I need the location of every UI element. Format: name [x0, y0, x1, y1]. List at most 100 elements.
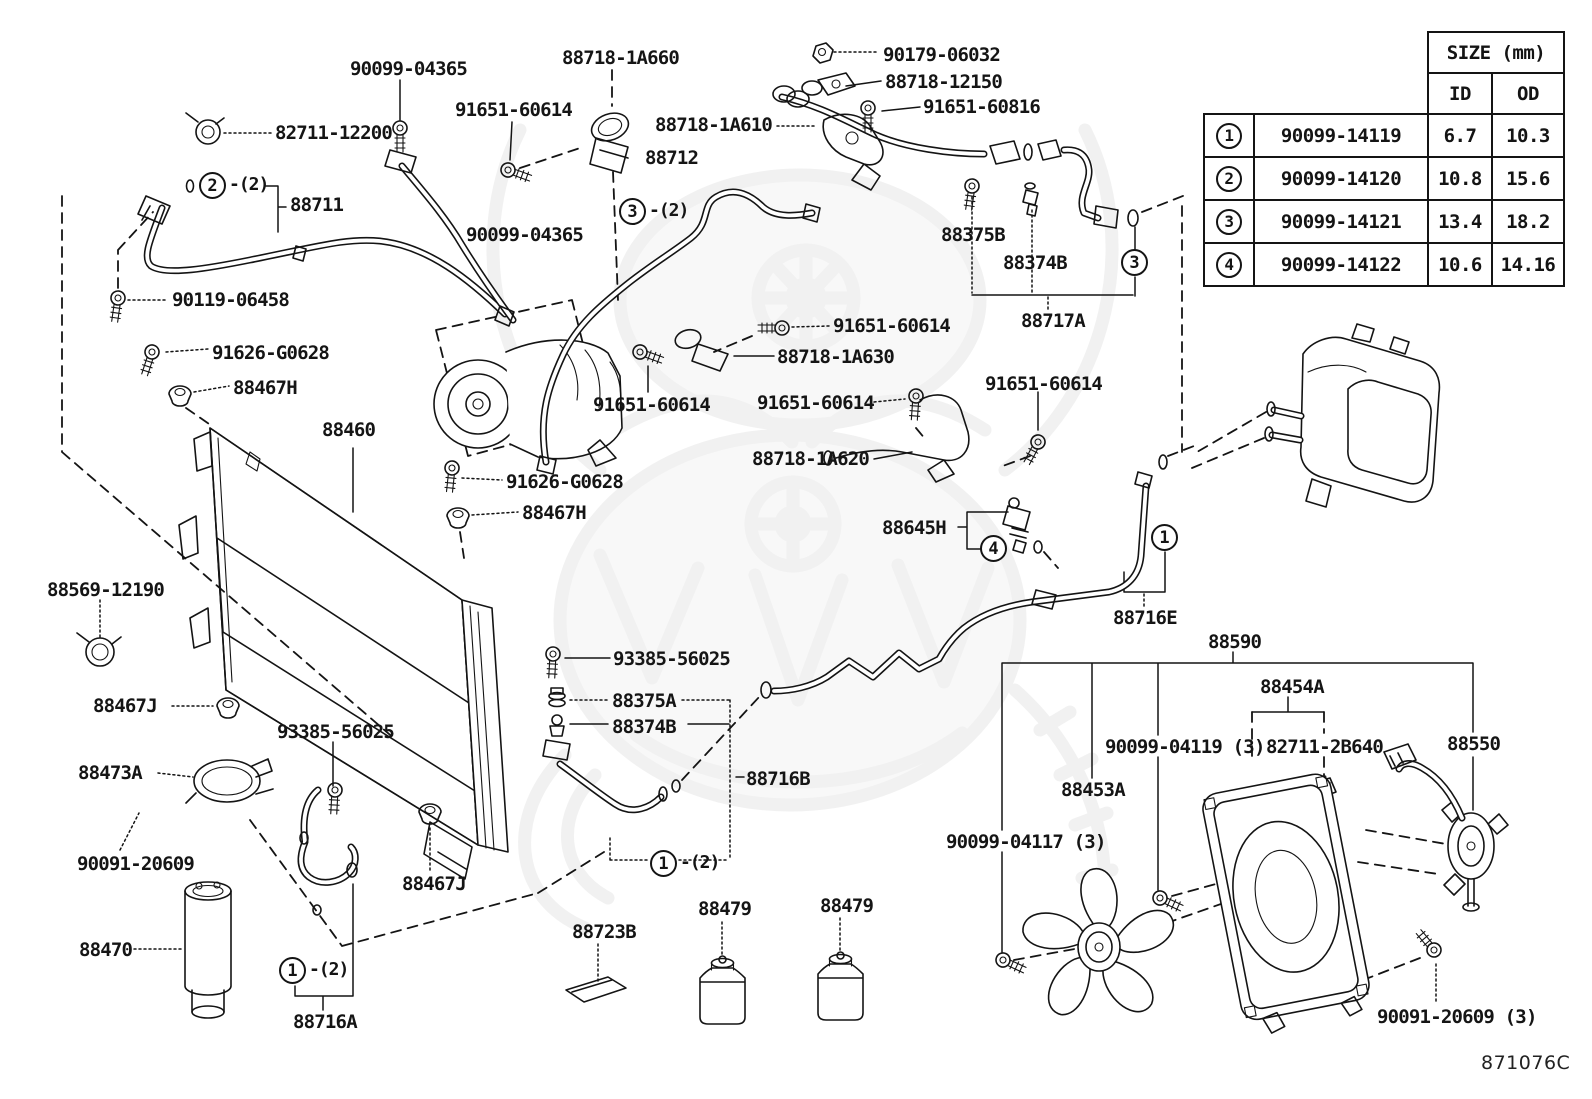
label-plate-88723B: [565, 976, 627, 1003]
part-label-91651-60614: 91651-60614: [985, 373, 1103, 395]
part-label-88467H: 88467H: [522, 502, 587, 524]
table-row-id: 13.4: [1427, 199, 1493, 244]
part-label-88550: 88550: [1447, 733, 1501, 755]
size-table-col-id: ID: [1427, 72, 1493, 115]
part-label-88590: 88590: [1208, 631, 1262, 653]
evaporator-drawing: [1264, 323, 1441, 508]
part-label-90119-06458: 90119-06458: [172, 289, 290, 311]
part-label-88716A: 88716A: [293, 1011, 358, 1033]
part-label-91626-G0628: 91626-G0628: [212, 342, 330, 364]
part-label-91651-60614: 91651-60614: [833, 315, 951, 337]
table-row-od: 15.6: [1491, 156, 1565, 201]
callout-circle-4: 4: [980, 535, 1007, 562]
part-label-88479: 88479: [698, 898, 752, 920]
table-row-ref: 4: [1203, 242, 1255, 287]
part-label-88723B: 88723B: [572, 921, 637, 943]
nut-90179-06032: [812, 42, 834, 64]
hardware-glyphs: [76, 42, 1445, 978]
table-row-od: 18.2: [1491, 199, 1565, 244]
part-label-88454A: 88454A: [1260, 676, 1325, 698]
part-label-88718-1A660: 88718-1A660: [562, 47, 680, 69]
part-label-90091-20609: 90091-20609: [77, 853, 195, 875]
part-label-88470: 88470: [79, 939, 133, 961]
part-label-88645H: 88645H: [882, 517, 947, 539]
part-label-88473A: 88473A: [78, 762, 143, 784]
part-label-88467J: 88467J: [93, 695, 158, 717]
part-label-88712: 88712: [645, 147, 699, 169]
charge-valve-stack: [542, 687, 571, 761]
callout-circle-1: 1: [1151, 524, 1178, 551]
callout-circle-2: 2: [199, 172, 226, 199]
table-row-ref: 1: [1203, 113, 1255, 158]
callout-qty-suffix: -(2): [649, 200, 689, 221]
part-label-88718-1A620: 88718-1A620: [752, 448, 870, 470]
part-label-90099-04117-3-: 90099-04117 (3): [946, 831, 1106, 853]
table-row-part: 90099-14121: [1253, 199, 1429, 244]
part-label-90099-04119-3-: 90099-04119 (3): [1105, 736, 1265, 758]
motor-connector: [1383, 743, 1417, 770]
table-row-ref: 2: [1203, 156, 1255, 201]
part-label-88569-12190: 88569-12190: [47, 579, 165, 601]
background-watermark: [486, 123, 1119, 955]
table-row-part: 90099-14122: [1253, 242, 1429, 287]
part-label-88711: 88711: [290, 194, 344, 216]
part-label-88718-12150: 88718-12150: [885, 71, 1003, 93]
callout-qty-suffix: -(2): [309, 959, 349, 980]
part-label-91626-G0628: 91626-G0628: [506, 471, 624, 493]
callout-circle-3: 3: [619, 198, 646, 225]
part-label-88716E: 88716E: [1113, 607, 1178, 629]
callout-circle-3: 3: [1121, 249, 1148, 276]
part-label-88479: 88479: [820, 895, 874, 917]
leader-lines: [99, 51, 1474, 1011]
clip-88569-12190: [76, 632, 122, 667]
part-label-88375B: 88375B: [941, 224, 1006, 246]
part-label-82711-2B640: 82711-2B640: [1266, 736, 1384, 758]
compressor-drawing: [433, 339, 623, 467]
part-label-91651-60614: 91651-60614: [593, 394, 711, 416]
callout-qty-suffix: -(2): [680, 852, 720, 873]
part-label-93385-56025: 93385-56025: [613, 648, 731, 670]
part-label-88460: 88460: [322, 419, 376, 441]
callout-circle-1: 1: [650, 850, 677, 877]
callout-circle-1: 1: [279, 957, 306, 984]
part-label-90179-06032: 90179-06032: [883, 44, 1001, 66]
bracket-88718-12150: [772, 72, 856, 108]
bracket-88718-1A610: [822, 113, 884, 191]
bracket-88718-1A620: [823, 394, 970, 483]
pipes-and-hoses: [137, 93, 1168, 916]
part-label-90091-20609-3-: 90091-20609 (3): [1377, 1006, 1537, 1028]
table-row-part: 90099-14120: [1253, 156, 1429, 201]
size-table-col-od: OD: [1491, 72, 1565, 115]
part-label-90099-04365: 90099-04365: [350, 58, 468, 80]
clamp-88718-1A630: [674, 328, 729, 372]
part-label-88467H: 88467H: [233, 377, 298, 399]
part-label-82711-12200: 82711-12200: [275, 122, 393, 144]
size-table-ref-circle: 3: [1216, 208, 1242, 235]
size-table-ref-circle: 1: [1216, 122, 1242, 149]
fan-motor-drawing: [1383, 743, 1509, 912]
table-row-id: 10.8: [1427, 156, 1493, 201]
clip-82711-12200: [185, 112, 225, 145]
condenser-drawing: [178, 427, 509, 880]
drawing-number: 871076C: [1481, 1052, 1571, 1074]
callout-qty-suffix: -(2): [229, 174, 269, 195]
part-label-88467J: 88467J: [402, 873, 467, 895]
part-label-88717A: 88717A: [1021, 310, 1086, 332]
part-label-88718-1A630: 88718-1A630: [777, 346, 895, 368]
part-label-91651-60614: 91651-60614: [757, 392, 875, 414]
part-label-88374B: 88374B: [612, 716, 677, 738]
table-row-id: 6.7: [1427, 113, 1493, 158]
fan-shroud-drawing: [1202, 773, 1370, 1034]
part-label-88716B: 88716B: [746, 768, 811, 790]
part-label-91651-60614: 91651-60614: [455, 99, 573, 121]
part-label-93385-56025: 93385-56025: [277, 721, 395, 743]
sensor-88645H: [1002, 497, 1043, 554]
valve-88374B-top: [1022, 182, 1039, 217]
table-row-ref: 3: [1203, 199, 1255, 244]
part-label-91651-60816: 91651-60816: [923, 96, 1041, 118]
part-label-88375A: 88375A: [612, 690, 677, 712]
size-table-title: SIZE (mm): [1427, 31, 1565, 74]
